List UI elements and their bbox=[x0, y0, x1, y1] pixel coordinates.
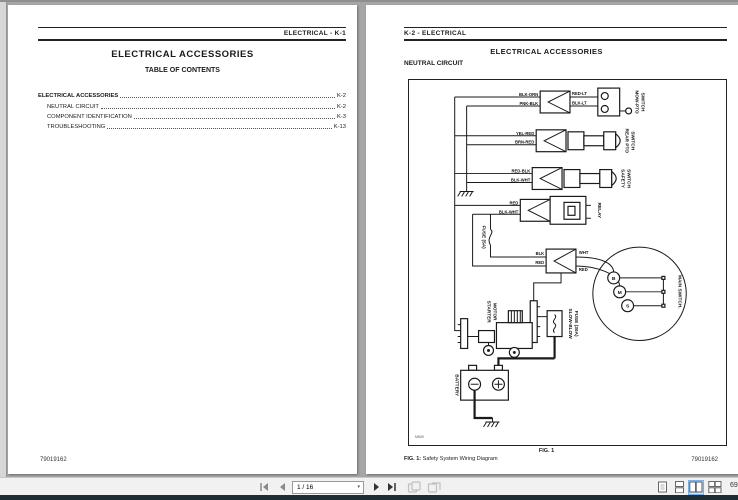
starter-motor-label: MOTOR bbox=[491, 303, 497, 321]
wire-label: RED-LT bbox=[572, 91, 587, 96]
last-page-icon bbox=[388, 483, 396, 491]
header-rule-top bbox=[38, 27, 346, 28]
wire-label: BRN-RED bbox=[515, 140, 534, 145]
toc-entry-label: NEUTRAL CIRCUIT bbox=[47, 103, 99, 110]
single-page-icon bbox=[657, 481, 667, 493]
toc-entry-page: K-2 bbox=[336, 93, 346, 100]
slow-blow-fuse-label: FUSE (30A) bbox=[573, 311, 579, 337]
rear-pto-switch-label: SWITCH bbox=[630, 131, 636, 150]
continuous-page-icon bbox=[674, 481, 684, 493]
toc-leader-dots bbox=[107, 128, 332, 130]
wire-label: PNK-BLK bbox=[519, 101, 538, 106]
document-number: 79019162 bbox=[40, 457, 67, 463]
previous-page-icon bbox=[280, 483, 285, 491]
diagram-code: M509 bbox=[415, 435, 424, 439]
terminal-label: B bbox=[612, 276, 616, 282]
document-area: ELECTRICAL - K-1 ELECTRICAL ACCESSORIES … bbox=[0, 0, 738, 479]
header-rule-top bbox=[404, 27, 727, 28]
wire-label: RED bbox=[579, 267, 588, 272]
ground-symbol bbox=[483, 418, 500, 428]
first-page-icon bbox=[260, 483, 268, 491]
table-of-contents: ELECTRICAL ACCESSORIES K-2 NEUTRAL CIRCU… bbox=[38, 89, 346, 130]
safety-system-wiring-diagram: BLK-ORN PNK-BLK RED-LT BLK-LT MOW-PTO SW… bbox=[415, 87, 687, 439]
zoom-level[interactable]: 69 bbox=[730, 482, 738, 489]
battery-label: BATTERY bbox=[454, 374, 460, 397]
page-title: ELECTRICAL ACCESSORIES bbox=[490, 47, 603, 56]
wiring-diagram: BLK-ORN PNK-BLK RED-LT BLK-LT MOW-PTO SW… bbox=[408, 79, 727, 446]
document-number: 79019162 bbox=[691, 457, 718, 463]
last-page-button[interactable] bbox=[384, 479, 400, 495]
next-page-button[interactable] bbox=[368, 479, 384, 495]
fuse-5a-label: FUSE (5A) bbox=[481, 226, 487, 250]
wire-label: WHT bbox=[579, 250, 589, 255]
toc-entry: NEUTRAL CIRCUIT K-2 bbox=[38, 99, 346, 110]
pages-icon bbox=[407, 481, 421, 493]
toc-leader-dots bbox=[133, 117, 335, 119]
toc-entry-page: K-3 bbox=[336, 113, 346, 120]
two-page-continuous-icon bbox=[708, 481, 722, 493]
relay-label: RELAY bbox=[596, 202, 602, 218]
window-bottom-edge bbox=[0, 495, 738, 500]
starter-motor-label: STARTER bbox=[486, 301, 492, 324]
ground-symbol bbox=[457, 187, 474, 197]
terminal-label: S bbox=[626, 304, 630, 310]
mow-pto-switch-label: MOW-PTO bbox=[634, 90, 640, 114]
wire-label: RED-BLK bbox=[512, 169, 531, 174]
header-rule-bottom bbox=[404, 39, 727, 41]
wire-label: RED bbox=[510, 200, 519, 205]
toc-entry-page: K-2 bbox=[336, 103, 346, 110]
continuous-view-button[interactable] bbox=[671, 480, 687, 495]
terminal-label: M bbox=[618, 290, 622, 296]
slow-blow-fuse-label: SLOW-BLOW bbox=[567, 308, 573, 339]
wire-label: BLK-WHT bbox=[499, 209, 519, 214]
wire-label: BLK-LT bbox=[572, 100, 587, 105]
safety-switch-label: SAFETY bbox=[620, 169, 626, 189]
figure-caption-text: Safety System Wiring Diagram bbox=[422, 456, 498, 462]
page-title: ELECTRICAL ACCESSORIES bbox=[111, 49, 254, 60]
page-header: ELECTRICAL - K-1 bbox=[283, 30, 346, 37]
pages-alt-icon bbox=[427, 482, 441, 493]
two-page-icon bbox=[689, 481, 703, 493]
toc-entry: COMPONENT IDENTIFICATION K-3 bbox=[38, 110, 346, 120]
viewer-toolbar: 1 / 16 ▾ bbox=[0, 477, 738, 495]
toc-entry-label: TROUBLESHOOTING bbox=[47, 124, 106, 131]
page-right: K-2 - ELECTRICAL ELECTRICAL ACCESSORIES … bbox=[366, 5, 738, 474]
toc-entry-page: K-13 bbox=[333, 124, 346, 131]
single-page-view-button[interactable] bbox=[654, 480, 670, 495]
wire-label: BLK-ORN bbox=[519, 92, 538, 97]
wire-label: YEL-RED bbox=[516, 131, 534, 136]
toc-leader-dots bbox=[100, 107, 335, 109]
figure-number: FIG. 1 bbox=[538, 448, 555, 454]
wire-label: BLK-WHT bbox=[511, 178, 531, 183]
wire-label: BLK bbox=[536, 251, 545, 256]
wire-label: RED bbox=[535, 260, 544, 265]
toc-entry: ELECTRICAL ACCESSORIES K-2 bbox=[38, 89, 346, 99]
clone-page-view-button[interactable] bbox=[406, 479, 422, 495]
page-number-input[interactable]: 1 / 16 ▾ bbox=[292, 480, 364, 494]
chevron-down-icon[interactable]: ▾ bbox=[357, 484, 360, 490]
mow-pto-switch-label: SWITCH bbox=[640, 93, 646, 112]
page-left: ELECTRICAL - K-1 ELECTRICAL ACCESSORIES … bbox=[8, 5, 357, 474]
rear-pto-switch-label: REAR PTO bbox=[624, 129, 630, 154]
two-page-continuous-view-button[interactable] bbox=[707, 480, 723, 495]
figure-caption: FIG. 1: Safety System Wiring Diagram bbox=[404, 456, 498, 462]
first-page-button[interactable] bbox=[256, 479, 272, 495]
detach-page-view-button[interactable] bbox=[426, 479, 442, 495]
viewer-left-gutter bbox=[0, 2, 7, 479]
figure-caption-number: FIG. 1: bbox=[404, 456, 422, 462]
header-rule-bottom bbox=[38, 39, 346, 41]
toc-heading: TABLE OF CONTENTS bbox=[145, 67, 220, 74]
main-switch-label: MAIN SWITCH. bbox=[676, 275, 682, 309]
two-page-view-button[interactable] bbox=[688, 479, 704, 495]
toc-entry: TROUBLESHOOTING K-13 bbox=[38, 120, 346, 130]
section-heading: NEUTRAL CIRCUIT bbox=[404, 60, 464, 67]
page-header: K-2 - ELECTRICAL bbox=[404, 30, 467, 37]
toc-leader-dots bbox=[120, 97, 335, 99]
safety-switch-label: SWITCH bbox=[626, 169, 632, 188]
previous-page-button[interactable] bbox=[274, 479, 290, 495]
next-page-icon bbox=[374, 483, 379, 491]
toc-entry-label: ELECTRICAL ACCESSORIES bbox=[38, 93, 119, 100]
toc-entry-label: COMPONENT IDENTIFICATION bbox=[47, 113, 132, 120]
page-indicator: 1 / 16 bbox=[297, 483, 314, 491]
